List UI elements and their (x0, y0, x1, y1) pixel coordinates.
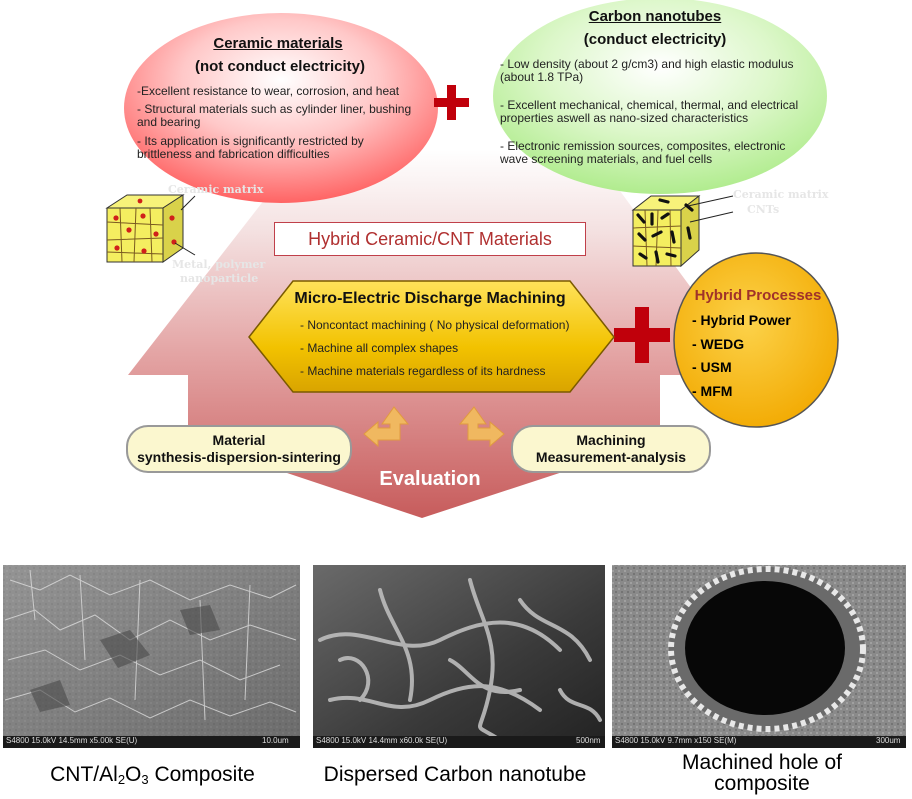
sem-image-machined-hole (612, 565, 906, 748)
nanoparticle-label-2: nanoparticle (180, 272, 259, 285)
material-pill-line-2: synthesis-dispersion-sintering (137, 449, 341, 465)
cnt-bullet-1: - Low density (about 2 g/cm3) and high e… (500, 57, 794, 84)
ceramic-subtitle: (not conduct electricity) (194, 58, 366, 75)
caption-hole-line-1: Machined hole of (682, 751, 842, 774)
hybrid-processes-circle (673, 252, 839, 428)
ceramic-title: Ceramic materials (213, 35, 343, 52)
cnt-cube-icon (631, 194, 734, 268)
caption-hole-line-2: composite (714, 772, 810, 795)
caption-composite: CNT/Al2O3 Composite (30, 763, 275, 787)
cnt-bullet-2: - Excellent mechanical, chemical, therma… (500, 98, 799, 125)
machining-pill-line-2: Measurement-analysis (535, 449, 687, 465)
sem-info: S4800 15.0kV 14.4mm x60.0k SE(U) (316, 736, 448, 745)
caption-composite-post: Composite (148, 763, 255, 786)
sem-info: S4800 15.0kV 14.5mm x5.00k SE(U) (6, 736, 138, 745)
evaluation-label: Evaluation (379, 468, 481, 490)
ceramic-bullet-3: - Its application is significantly restr… (137, 134, 364, 161)
medm-bullet-3: - Machine materials regardless of its ha… (300, 364, 546, 378)
sem-image-nanotubes (313, 565, 605, 748)
sem-image-composite (3, 565, 300, 748)
medm-bullet-1: - Noncontact machining ( No physical def… (300, 318, 570, 332)
hybrid-processes-title: Hybrid Processes (694, 287, 822, 304)
cnt-ceramic-matrix-label: Ceramic matrix (733, 188, 829, 201)
caption-sub: 2 (117, 772, 126, 787)
machining-pill-line-1: Machining (576, 432, 646, 448)
sem-scale: 500nm (576, 736, 601, 745)
hybrid-process-item: - USM (692, 359, 732, 375)
medm-title: Micro-Electric Discharge Machining (294, 290, 566, 307)
caption-composite-pre: CNT/Al (50, 763, 118, 786)
caption-sub: 3 (141, 772, 149, 787)
hybrid-process-item: - MFM (692, 383, 733, 399)
ceramic-ellipse (124, 13, 438, 203)
plus-icon (434, 85, 469, 120)
plus-icon (614, 307, 670, 363)
sem-scale: 300um (876, 736, 901, 745)
hybrid-process-item: - WEDG (692, 336, 745, 352)
hybrid-process-item: - Hybrid Power (692, 312, 791, 328)
cnt-subtitle: (conduct electricity) (583, 31, 727, 48)
sem-info: S4800 15.0kV 9.7mm x150 SE(M) (615, 736, 737, 745)
evaluation-arrows (363, 406, 505, 448)
material-pill: Material synthesis-dispersion-sintering (126, 425, 352, 473)
nanoparticle-label: Metal, polymer (172, 258, 266, 271)
ceramic-matrix-label: Ceramic matrix (168, 183, 264, 196)
cnts-label: CNTs (747, 203, 780, 216)
cnt-bullet-3: - Electronic remission sources, composit… (500, 139, 786, 166)
cnt-ellipse (493, 0, 827, 194)
ceramic-cube-icon (105, 194, 196, 263)
machining-pill: Machining Measurement-analysis (511, 425, 711, 473)
medm-bullet-2: - Machine all complex shapes (300, 341, 459, 355)
ceramic-bullet-2: - Structural materials such as cylinder … (137, 102, 412, 129)
sem-scale: 10.0um (262, 736, 289, 745)
medm-hexagon (248, 280, 615, 393)
caption-nanotube: Dispersed Carbon nanotube (323, 763, 587, 786)
ceramic-bullet-1: -Excellent resistance to wear, corrosion… (137, 84, 400, 98)
hybrid-materials-label: Hybrid Ceramic/CNT Materials (308, 229, 552, 249)
hybrid-materials-box: Hybrid Ceramic/CNT Materials (274, 222, 586, 256)
material-pill-line-1: Material (212, 432, 266, 448)
caption-composite-mid: O (125, 763, 142, 786)
cnt-title: Carbon nanotubes (588, 8, 722, 25)
